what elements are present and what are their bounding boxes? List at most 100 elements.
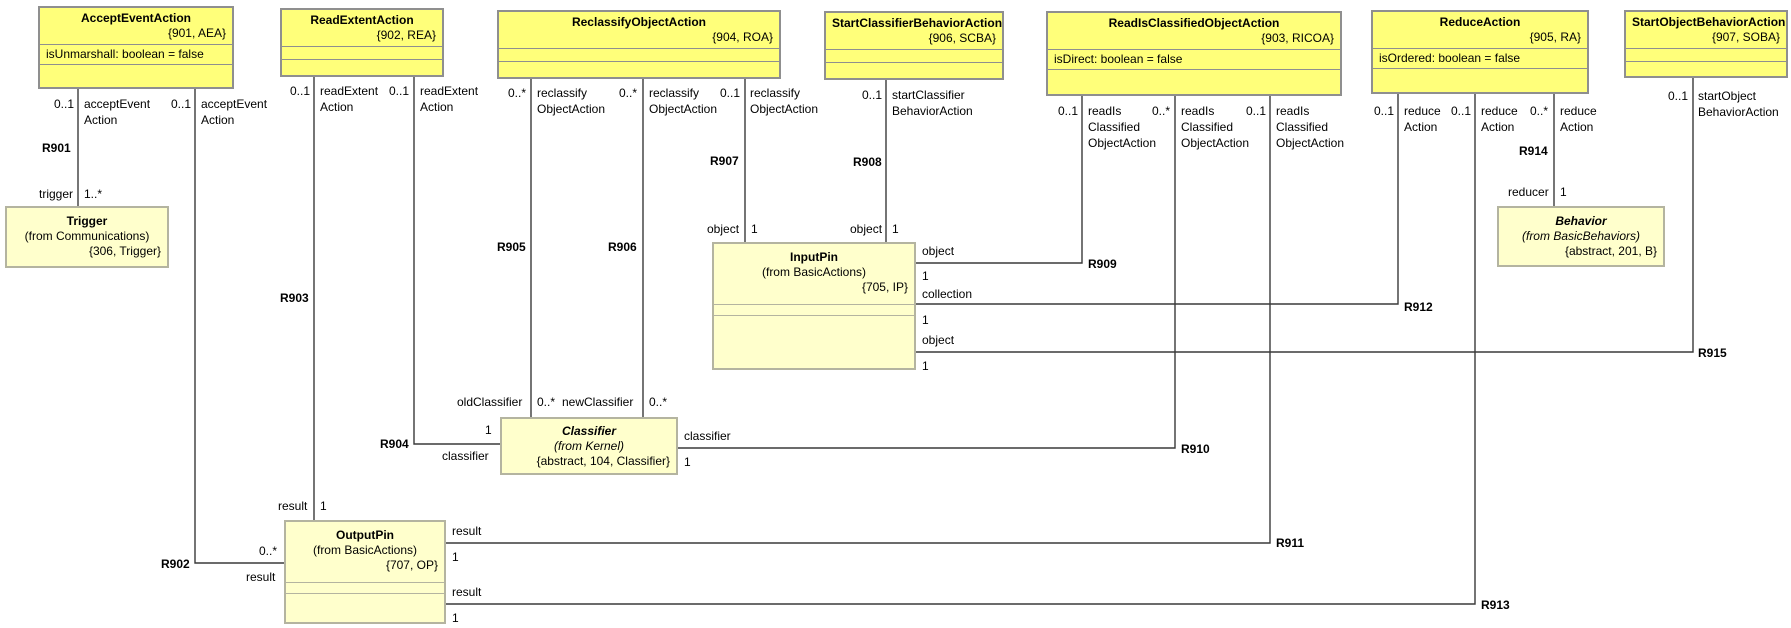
attributes-compartment	[282, 46, 442, 59]
role-label: classifier	[442, 449, 489, 463]
multiplicity: 1	[922, 359, 929, 373]
line-r915	[916, 77, 1694, 353]
line-r909	[916, 95, 1083, 264]
class-output-pin[interactable]: OutputPin(from BasicActions){707, OP}	[284, 520, 446, 624]
class-name: ReclassifyObjectAction	[571, 15, 707, 29]
role-label: object	[707, 222, 740, 236]
role-label: reduce Action	[1404, 104, 1441, 134]
role-label: acceptEvent Action	[201, 97, 268, 127]
relationship-r907: R907	[710, 154, 739, 168]
role-label: reducer	[1508, 185, 1549, 199]
class-reduce-action[interactable]: ReduceAction {905, RA} isOrdered: boolean…	[1371, 10, 1589, 94]
role-label: result	[278, 499, 308, 513]
class-accept-event-action[interactable]: AcceptEventAction{901, AEA} isUnmarshall…	[38, 6, 234, 89]
class-key: {abstract, 104, Classifier}	[536, 454, 670, 468]
class-name: Classifier	[561, 424, 617, 438]
attributes-compartment	[1626, 48, 1786, 61]
role-label: newClassifier	[562, 395, 634, 409]
relationship-r905: R905	[497, 240, 526, 254]
class-input-pin[interactable]: InputPin(from BasicActions){705, IP}	[712, 242, 916, 370]
class-name: InputPin	[790, 250, 838, 264]
role-label: startObject BehaviorAction	[1698, 89, 1779, 119]
operations-compartment	[1048, 69, 1340, 84]
multiplicity: 1	[485, 423, 492, 437]
relationship-r909: R909	[1088, 257, 1117, 271]
class-key: {705, IP}	[861, 280, 908, 294]
multiplicity: 0..*	[537, 395, 556, 409]
attributes-compartment	[499, 48, 779, 61]
attribute: isUnmarshall: boolean = false	[40, 44, 232, 64]
class-package: (from Communications)	[24, 229, 150, 243]
class-name: StartObjectBehaviorAction	[1632, 15, 1786, 29]
multiplicity: 0..*	[619, 86, 638, 100]
multiplicity: 0..1	[54, 97, 75, 111]
class-key: {904, ROA}	[712, 30, 773, 44]
multiplicity: 1	[684, 455, 691, 469]
relationship-r904: R904	[380, 437, 409, 451]
operations-compartment	[826, 62, 1002, 75]
class-key: {907, SOBA}	[1711, 30, 1780, 44]
operations-compartment	[714, 315, 914, 326]
role-label: reclassify ObjectAction	[537, 86, 606, 116]
relationship-r908: R908	[853, 155, 882, 169]
attribute: isOrdered: boolean = false	[1373, 48, 1587, 68]
multiplicity: 1..*	[84, 187, 103, 201]
role-label: reduce Action	[1481, 104, 1518, 134]
class-package: (from BasicBehaviors)	[1521, 229, 1641, 243]
relationship-r911: R911	[1276, 536, 1305, 550]
multiplicity: 0..1	[1374, 104, 1395, 118]
role-label: reclassify ObjectAction	[750, 86, 819, 116]
line-r911	[446, 95, 1271, 544]
operations-compartment	[1626, 61, 1786, 74]
role-label: reduce Action	[1560, 104, 1597, 134]
class-package: (from Kernel)	[553, 439, 624, 453]
multiplicity: 0..1	[171, 97, 192, 111]
role-label: readIs Classified ObjectAction	[1181, 104, 1250, 150]
role-label: result	[452, 524, 482, 538]
relationship-r901: R901	[42, 141, 71, 155]
role-label: readIs Classified ObjectAction	[1276, 104, 1345, 150]
multiplicity: 0..1	[1246, 104, 1267, 118]
relationship-r906: R906	[608, 240, 637, 254]
multiplicity: 1	[922, 313, 929, 327]
class-behavior[interactable]: Behavior(from BasicBehaviors){abstract, …	[1497, 206, 1665, 267]
class-package: (from BasicActions)	[761, 265, 867, 279]
class-key: {905, RA}	[1529, 30, 1581, 44]
role-label: readExtent Action	[420, 84, 479, 114]
class-start-object-behavior-action[interactable]: StartObjectBehaviorAction{907, SOBA}	[1624, 10, 1788, 78]
attributes-compartment	[826, 49, 1002, 62]
relationship-r912: R912	[1404, 300, 1433, 314]
line-r913	[446, 93, 1476, 605]
line-r902	[194, 88, 284, 564]
role-label: reclassify ObjectAction	[649, 86, 718, 116]
class-read-extent-action[interactable]: ReadExtentAction{902, REA}	[280, 8, 444, 77]
multiplicity: 0..*	[1530, 104, 1549, 118]
class-key: {abstract, 201, B}	[1564, 244, 1657, 258]
multiplicity: 0..*	[1152, 104, 1171, 118]
class-name: ReduceAction	[1439, 15, 1521, 29]
class-name: Trigger	[66, 214, 108, 228]
role-label: oldClassifier	[457, 395, 523, 409]
class-start-classifier-behavior-action[interactable]: StartClassifierBehaviorAction{906, SCBA}	[824, 11, 1004, 80]
multiplicity: 0..1	[389, 84, 410, 98]
relationship-r914: R914	[1519, 144, 1548, 158]
class-reclassify-object-action[interactable]: ReclassifyObjectAction {904, ROA}	[497, 10, 781, 79]
role-label: startClassifier BehaviorAction	[892, 88, 973, 118]
class-name: ReadExtentAction	[310, 13, 414, 27]
relationship-r902: R902	[161, 557, 190, 571]
multiplicity: 1	[452, 611, 459, 625]
operations-compartment	[40, 64, 232, 79]
class-key: {306, Trigger}	[88, 244, 161, 258]
class-classifier[interactable]: Classifier(from Kernel){abstract, 104, C…	[500, 417, 678, 475]
line-r910	[678, 95, 1176, 449]
class-key: {906, SCBA}	[928, 31, 996, 45]
class-name: AcceptEventAction	[80, 11, 192, 25]
operations-compartment	[286, 593, 444, 604]
class-trigger[interactable]: Trigger(from Communications){306, Trigge…	[5, 206, 169, 268]
multiplicity: 1	[1560, 185, 1567, 199]
relationship-r913: R913	[1481, 598, 1510, 612]
role-label: object	[850, 222, 883, 236]
class-package: (from BasicActions)	[312, 543, 418, 557]
class-read-is-classified-object-action[interactable]: ReadIsClassifiedObjectAction{903, RICOA}…	[1046, 11, 1342, 96]
